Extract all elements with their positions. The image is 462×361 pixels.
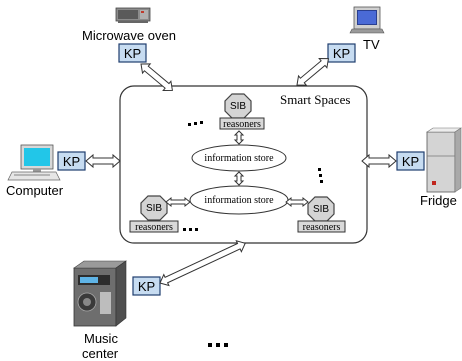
music-center-label-line2: center xyxy=(82,346,119,361)
svg-text:reasoners: reasoners xyxy=(135,222,173,233)
ellipsis-dots-top-left xyxy=(188,121,203,126)
svg-text:reasoners: reasoners xyxy=(223,119,261,130)
svg-text:KP: KP xyxy=(63,154,80,169)
svg-text:SIB: SIB xyxy=(230,101,246,112)
kp-box-fridge: KP xyxy=(396,151,425,171)
ellipsis-dots-bottom xyxy=(208,343,228,347)
information-store-top: information store xyxy=(191,144,287,172)
svg-text:KP: KP xyxy=(402,154,419,169)
svg-text:KP: KP xyxy=(333,46,350,61)
kp-box-tv: KP xyxy=(327,43,356,63)
double-arrow-sib-right-store xyxy=(285,196,309,208)
double-arrow-store-store xyxy=(233,171,245,186)
double-arrow-fridge xyxy=(361,153,397,169)
reasoners-left: reasoners xyxy=(129,220,179,233)
svg-text:information store: information store xyxy=(204,195,274,206)
svg-text:SIB: SIB xyxy=(313,204,329,215)
svg-text:KP: KP xyxy=(124,46,141,61)
microwave-oven-icon xyxy=(115,7,151,23)
information-store-bottom: information store xyxy=(189,185,289,215)
svg-text:KP: KP xyxy=(138,279,155,294)
sib-top: SIB xyxy=(224,93,252,119)
svg-text:reasoners: reasoners xyxy=(303,222,341,233)
kp-box-microwave: KP xyxy=(118,43,147,63)
svg-text:SIB: SIB xyxy=(146,203,162,214)
svg-text:information store: information store xyxy=(204,153,274,164)
tv-label: TV xyxy=(363,37,380,52)
double-arrow-computer xyxy=(85,153,121,169)
kp-box-music-center: KP xyxy=(132,276,161,296)
ellipsis-dots-bottom-left xyxy=(183,228,198,231)
double-arrow-sib-top-store xyxy=(233,130,245,145)
fridge-label: Fridge xyxy=(420,193,457,208)
kp-box-computer: KP xyxy=(57,151,86,171)
fridge-icon xyxy=(426,127,462,193)
ellipsis-dots-right-vertical xyxy=(318,168,323,183)
sib-left: SIB xyxy=(140,195,168,221)
sib-right: SIB xyxy=(307,196,335,222)
reasoners-right: reasoners xyxy=(297,220,346,233)
smart-space-title: Smart Spaces xyxy=(280,92,350,107)
double-arrow-sib-left-store xyxy=(165,196,191,208)
double-arrow-microwave xyxy=(140,63,173,91)
music-center-icon xyxy=(73,260,127,327)
double-arrow-tv xyxy=(296,58,329,86)
double-arrow-music-center xyxy=(159,240,246,287)
computer-icon xyxy=(7,144,61,181)
music-center-label-line1: Music xyxy=(84,331,118,346)
tv-icon xyxy=(349,6,385,34)
computer-label: Computer xyxy=(6,183,64,198)
reasoners-top: reasoners xyxy=(219,117,265,130)
microwave-oven-label: Microwave oven xyxy=(82,28,176,43)
